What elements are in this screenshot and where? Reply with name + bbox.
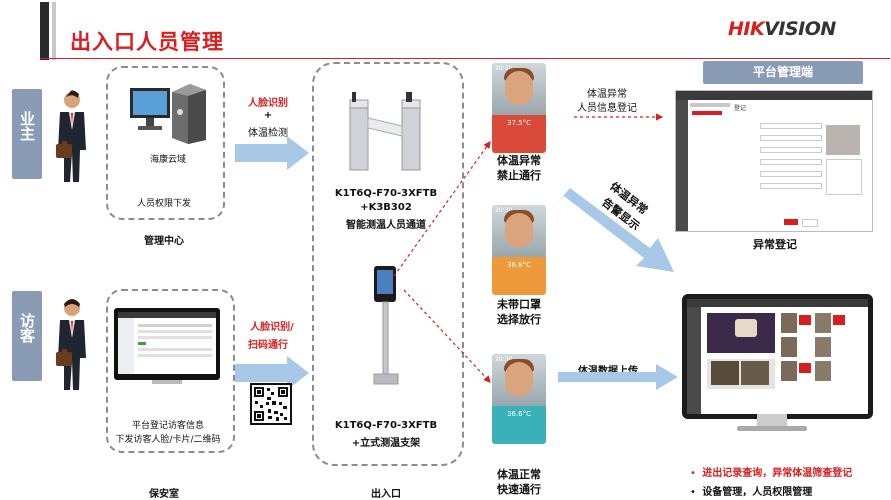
outcome-no-mask-line1: 未带口罩 xyxy=(497,298,541,311)
outcome-normal-line2: 快速通行 xyxy=(497,483,541,496)
face-or-scan-label-2: 扫码通行 xyxy=(248,340,288,351)
abnormal-register-line1: 体温异常 xyxy=(587,89,627,100)
temp-upload-arrow xyxy=(558,364,678,390)
entrance-box xyxy=(312,62,464,466)
turnstile-gate-icon xyxy=(349,92,421,171)
abnormal-register-line2: 人员信息登记 xyxy=(577,103,637,114)
monitor-base xyxy=(737,426,807,431)
gate-model-line1: K1T6Q-F70-3XFTB xyxy=(334,188,438,199)
platform-monitor xyxy=(682,294,873,419)
stand-model-line1: K1T6Q-F70-3XFTB xyxy=(334,420,438,431)
gate-model-line2: +K3B302 xyxy=(360,202,412,213)
stand-to-outcomes-arrows xyxy=(393,141,491,383)
title-accent-bar-light xyxy=(52,2,56,60)
cloud-platform-label: 海康云域 xyxy=(149,155,186,165)
alert-display-arrow xyxy=(558,188,674,272)
page-title: 出入口人员管理 xyxy=(70,30,224,54)
arrow-owner-to-gate xyxy=(235,136,309,170)
face-id-label: 人脸识别 xyxy=(248,98,288,109)
qr-code-icon xyxy=(250,383,292,425)
temp-check-label: 体温检测 xyxy=(248,128,288,139)
gate-model-line3: 智能测温人员通道 xyxy=(346,220,426,231)
entrance-caption: 出入口 xyxy=(371,489,401,500)
registration-form-title: 登记 xyxy=(734,105,747,112)
management-center-box xyxy=(106,66,225,220)
abnormal-register-arrow xyxy=(574,113,664,121)
brand-logo: HIKVISION xyxy=(728,18,836,40)
tab-owner: 业主 xyxy=(12,89,42,179)
visitor-info-line1: 平台登记访客信息 xyxy=(131,421,204,431)
platform-header: 平台管理端 xyxy=(703,61,863,84)
monitor-stand xyxy=(757,414,787,426)
server-computer-icon xyxy=(130,84,206,144)
stand-model-line2: +立式测温支架 xyxy=(351,438,421,449)
tab-visitor: 访客 xyxy=(12,291,42,381)
platform-monitor-icon xyxy=(114,308,220,384)
management-center-caption: 管理中心 xyxy=(144,236,184,247)
registration-screen: 登记 xyxy=(675,90,873,232)
plus-label: + xyxy=(263,110,273,121)
person-visitor-icon xyxy=(56,299,86,390)
temp-upload-label: 体温数据上传 xyxy=(578,366,638,377)
title-rule xyxy=(40,58,890,59)
title-accent-bar xyxy=(40,2,49,60)
outcome-no-mask-line2: 选择放行 xyxy=(497,313,541,326)
abnormal-registration-caption: 异常登记 xyxy=(753,238,797,251)
outcome-phone-normal: 20:30 36.6°C xyxy=(492,354,546,444)
arrow-visitor-to-gate xyxy=(235,356,309,390)
outcome-phone-no-mask: 20:30 36.8°C xyxy=(492,205,546,295)
temperature-stand-icon xyxy=(373,266,399,385)
bullet-device-management: • 设备管理，人员权限管理 xyxy=(690,487,813,498)
permission-label: 人员权限下发 xyxy=(136,199,191,209)
outcome-phone-abnormal: 20:30 37.5°C xyxy=(492,63,546,153)
bullet-record-query: • 进出记录查询，异常体温筛查登记 xyxy=(690,468,853,479)
security-room-caption: 保安室 xyxy=(149,489,179,500)
visitor-info-line2: 下发访客人脸/卡片/二维码 xyxy=(115,435,221,445)
face-or-scan-label-1: 人脸识别/ xyxy=(250,322,294,333)
outcome-abnormal-line1: 体温异常 xyxy=(497,154,541,167)
person-owner-icon xyxy=(56,90,86,182)
outcome-normal-line1: 体温正常 xyxy=(497,468,541,481)
security-room-box xyxy=(106,289,235,453)
outcome-abnormal-line2: 禁止通行 xyxy=(497,169,541,182)
